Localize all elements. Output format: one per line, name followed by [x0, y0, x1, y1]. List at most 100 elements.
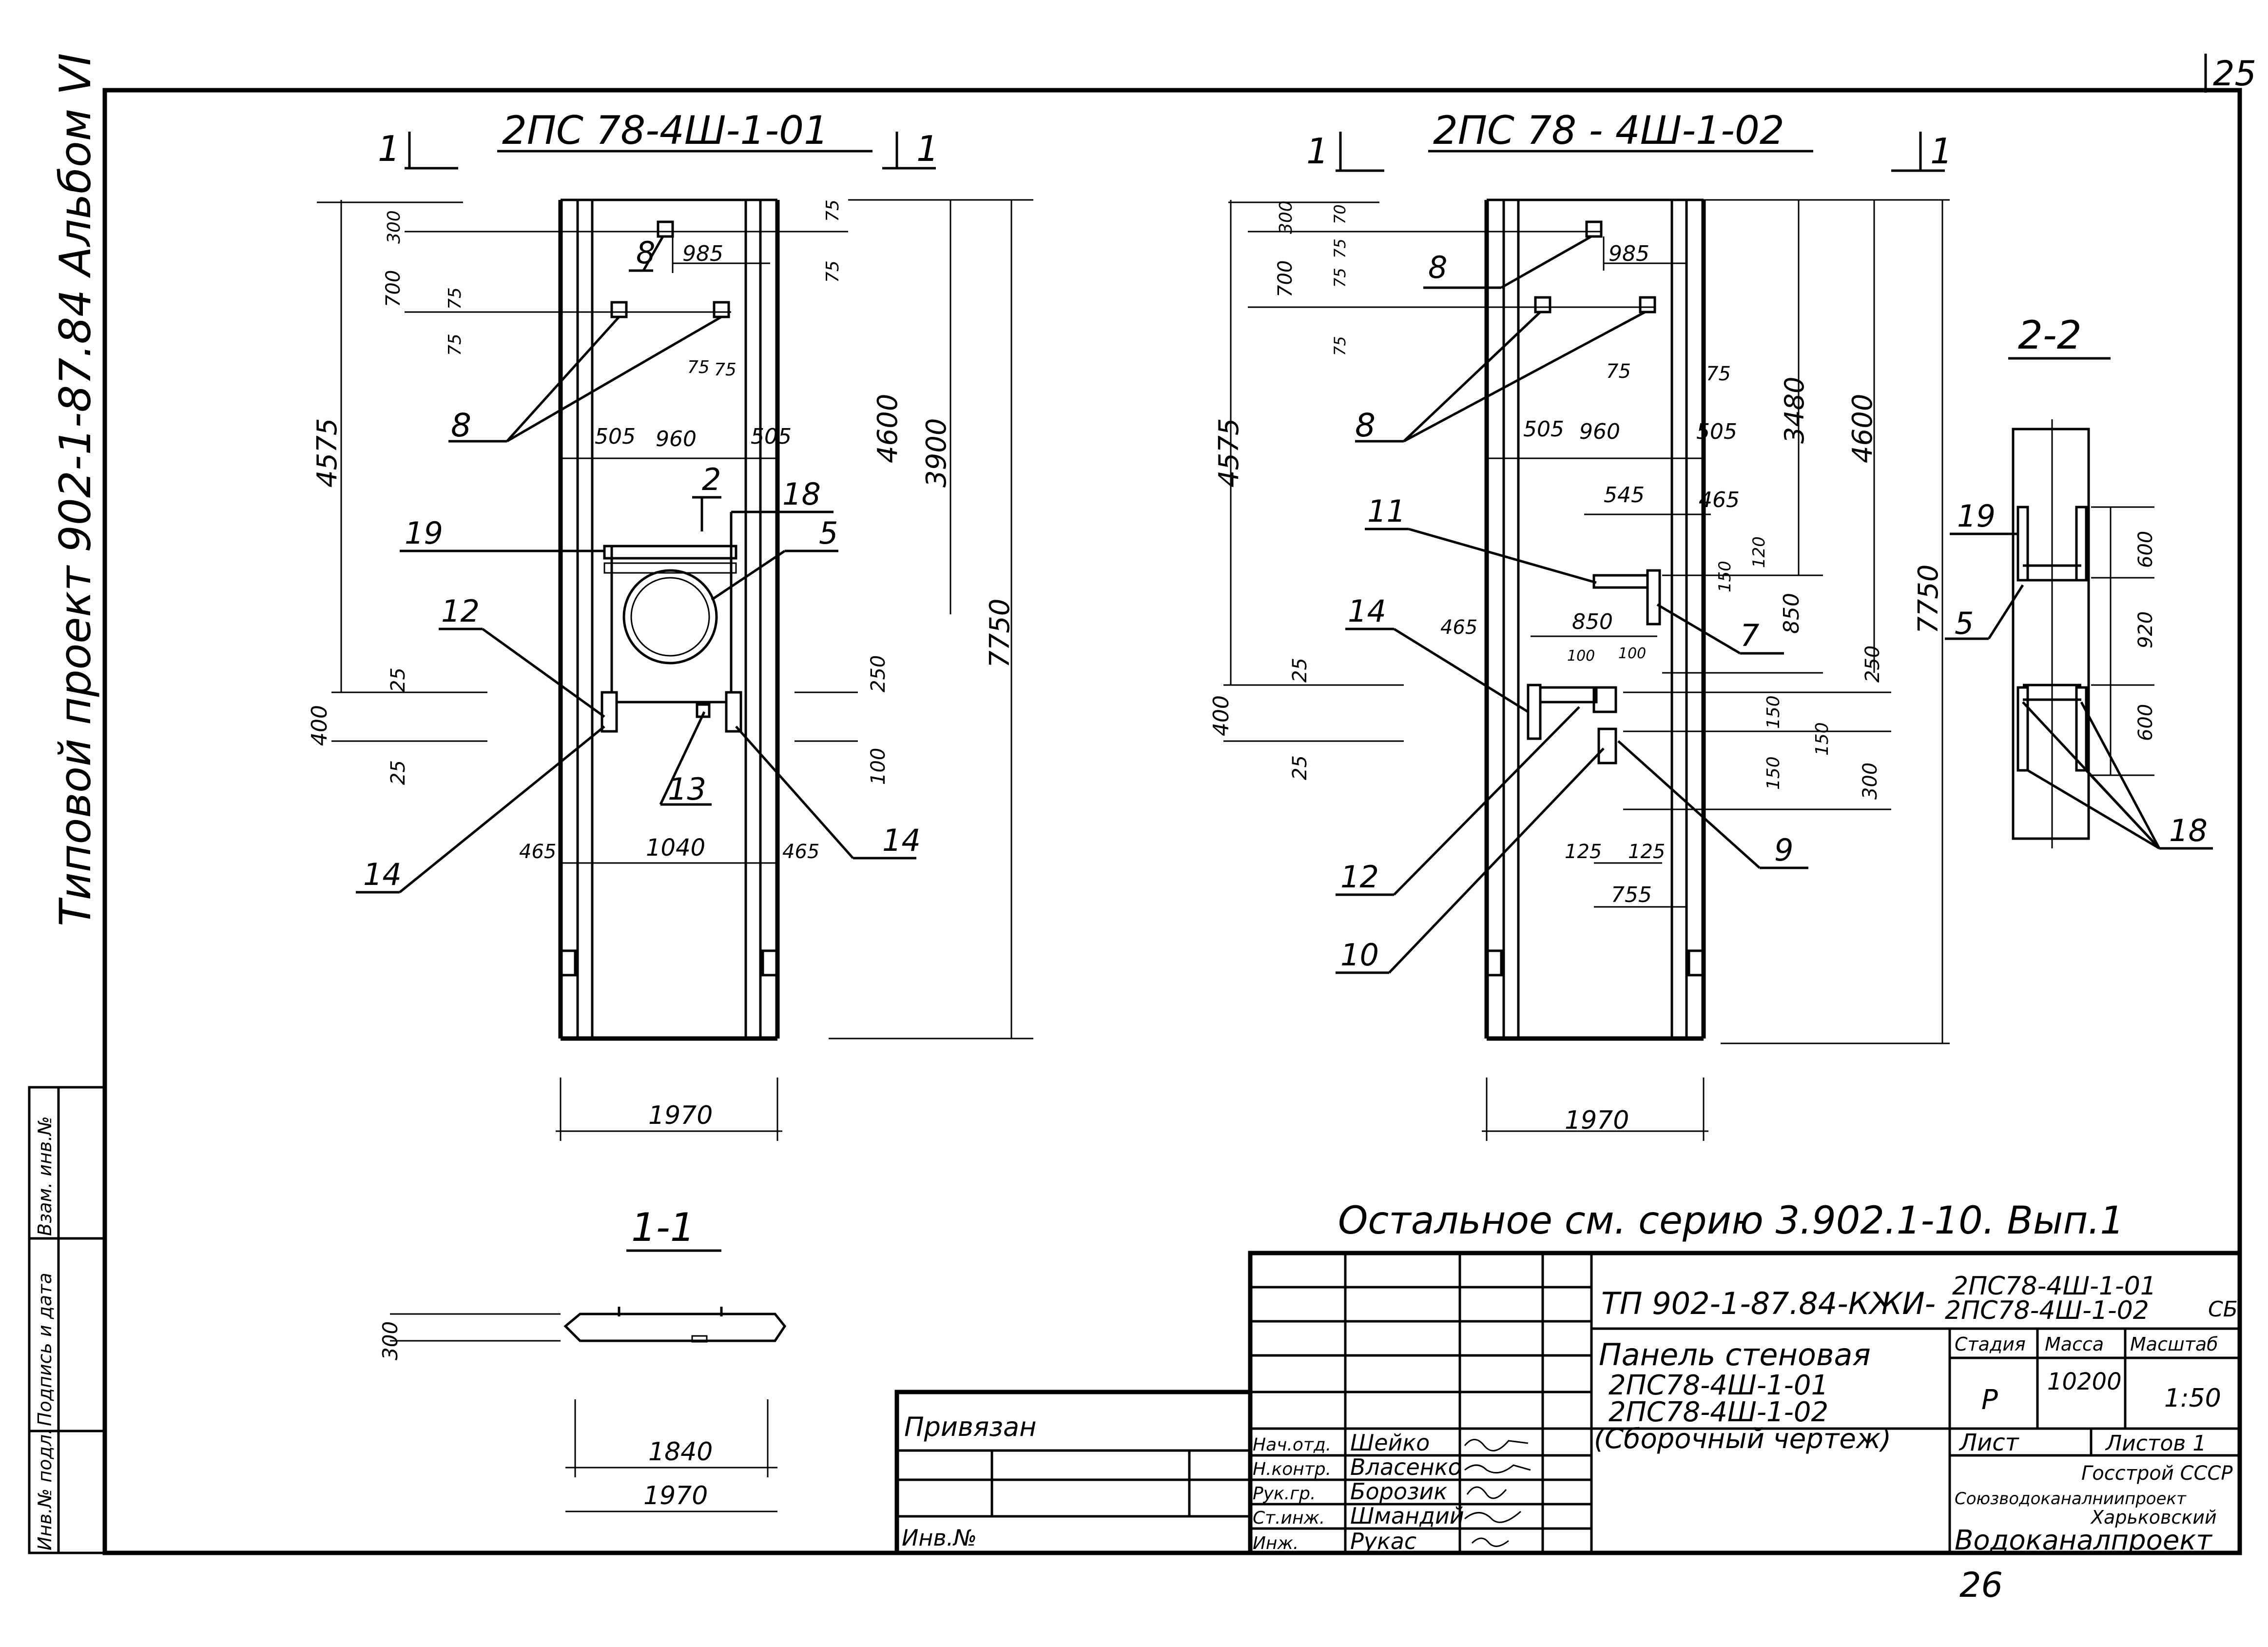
d2-dim-150d: 150	[1764, 756, 1783, 790]
embed-8-top	[657, 220, 674, 238]
cut-mark-2-left: 1	[1306, 131, 1329, 172]
signature-5	[1471, 1537, 1509, 1547]
embed-14-right	[725, 691, 742, 733]
drawing-2-title: 2ПС 78 - 4Ш-1-02	[1433, 108, 1784, 153]
d2-dim-300b: 300	[1859, 763, 1881, 800]
bottom-number: 26	[1959, 1565, 2003, 1605]
d2-dim-700: 700	[1274, 260, 1297, 297]
d2-dim-75a: 75	[1331, 238, 1349, 258]
left-stamp: Инв.№ подл. Подпись и дата Взам. инв.№	[28, 1086, 106, 1554]
cut-mark-1-left: 1	[378, 128, 400, 169]
title-block: Привязан Инв.№ ТП 902-1-87.84-КЖИ- 2ПС78…	[894, 1251, 2242, 1556]
d2-dim-300: 300	[1276, 200, 1296, 234]
d2-dim-4575: 4575	[1213, 418, 1245, 488]
d2-dim-70: 70	[1331, 204, 1349, 224]
s11-dim-1840: 1840	[648, 1437, 713, 1467]
d2-label-9: 9	[1774, 832, 1793, 868]
d2-label-12: 12	[1340, 859, 1379, 895]
role-3: Рук.гр.	[1253, 1484, 1316, 1504]
embed-11	[1592, 574, 1649, 589]
d2-dim-1970: 1970	[1565, 1106, 1629, 1135]
signature-1	[1464, 1439, 1529, 1451]
s11-dim-300: 300	[378, 1321, 402, 1360]
d1-dim-75e: 75	[687, 357, 710, 377]
d1-dim-400: 400	[307, 705, 332, 746]
d2-dim-755: 755	[1611, 882, 1652, 907]
d1-dim-75f: 75	[714, 360, 737, 380]
embed-8-left	[610, 301, 628, 318]
d2-dim-75e: 75	[1706, 363, 1731, 385]
d1-dim-700: 700	[382, 270, 405, 307]
s22-dim-920: 920	[2134, 611, 2157, 648]
d1-dim-7750: 7750	[984, 598, 1016, 668]
embed-8-right-2	[1639, 296, 1656, 314]
section-2-2-title: 2-2	[2018, 313, 2082, 358]
d1-dim-4600: 4600	[872, 393, 904, 463]
d1-dim-300: 300	[384, 210, 404, 244]
d2-dim-960: 960	[1579, 419, 1620, 444]
d1-dim-75b: 75	[445, 333, 465, 356]
list-label: Лист	[1958, 1429, 2020, 1456]
d2-dim-100b: 100	[1618, 645, 1646, 662]
role-4: Ст.инж.	[1253, 1508, 1325, 1528]
embed-7	[1646, 569, 1661, 626]
d1-dim-75c: 75	[823, 199, 843, 222]
org-line-4: Водоканалпроект	[1955, 1525, 2212, 1556]
stadia-value: Р	[1981, 1384, 1998, 1416]
panel-1-outline	[558, 198, 780, 1041]
masshtab-value: 1:50	[2164, 1384, 2221, 1413]
d1-label-18: 18	[782, 476, 821, 512]
d1-label-8-top: 8	[636, 235, 655, 271]
org-line-3: Харьковский	[2090, 1507, 2217, 1528]
org-line-2: Союзводоканалниипроект	[1955, 1489, 2187, 1509]
d1-dim-75a: 75	[445, 287, 465, 310]
d1-dim-505b: 505	[751, 424, 792, 449]
d1-dim-985: 985	[682, 241, 723, 266]
d1-label-12: 12	[441, 593, 480, 629]
col-massa: Масса	[2045, 1333, 2104, 1355]
doc-code: ТП 902-1-87.84-КЖИ-	[1601, 1286, 1936, 1321]
name-1: Шейко	[1350, 1430, 1430, 1456]
s22-dim-600b: 600	[2134, 704, 2157, 741]
d1-dim-25b: 25	[387, 760, 409, 785]
embed-8-left-2	[1534, 296, 1551, 314]
cut-mark-2-right: 1	[1930, 131, 1953, 172]
d2-label-11: 11	[1367, 493, 1406, 529]
section-2-2: 2-2 600 920 600 19 5 18	[1945, 313, 2213, 850]
embed-14-2	[1527, 684, 1542, 740]
d1-dim-75d: 75	[823, 260, 843, 283]
org-line-1: Госстрой СССР	[2081, 1462, 2233, 1485]
d1-label-14-right: 14	[882, 823, 921, 858]
d2-dim-4600: 4600	[1847, 393, 1879, 463]
stamp-podpis: Подпись и дата	[34, 1273, 56, 1426]
name-2: Власенко	[1350, 1454, 1462, 1480]
d2-dim-150b: 150	[1764, 695, 1783, 729]
d1-dim-505a: 505	[595, 424, 636, 449]
d1-dim-250: 250	[867, 655, 890, 692]
d2-dim-505b: 505	[1696, 419, 1737, 444]
name-line-4: (Сборочный чертеж)	[1594, 1423, 1891, 1455]
d2-dim-465a: 465	[1699, 488, 1740, 512]
reference-note: Остальное см. серию 3.902.1-10. Вып.1	[1338, 1199, 2124, 1243]
d1-dim-100: 100	[867, 748, 890, 785]
d2-label-7: 7	[1740, 618, 1759, 653]
name-line-1: Панель стеновая	[1599, 1337, 1871, 1372]
d2-label-14: 14	[1348, 593, 1386, 629]
doc-mark-2: 2ПС78-4Ш-1-02	[1945, 1296, 2149, 1325]
d1-label-8: 8	[451, 407, 471, 444]
d2-dim-850a: 850	[1779, 593, 1804, 634]
name-4: Шмандий	[1350, 1503, 1464, 1529]
d2-dim-985: 985	[1609, 241, 1649, 266]
stamp-inv-podl: Инв.№ подл.	[34, 1429, 56, 1550]
d2-dim-25b: 25	[1289, 755, 1311, 780]
privyazan-label: Привязан	[904, 1412, 1036, 1442]
doc-sb: СБ	[2208, 1297, 2238, 1322]
role-1: Нач.отд.	[1253, 1435, 1331, 1455]
d1-dim-465b: 465	[782, 841, 819, 863]
pipe-hole	[622, 569, 718, 665]
d2-dim-150c: 150	[1812, 722, 1832, 756]
d2-dim-75b: 75	[1331, 268, 1349, 288]
role-2: Н.контр.	[1253, 1459, 1331, 1479]
drawing-2: 2ПС 78 - 4Ш-1-02 1 1	[1209, 108, 1953, 1141]
frame-19	[603, 545, 737, 560]
